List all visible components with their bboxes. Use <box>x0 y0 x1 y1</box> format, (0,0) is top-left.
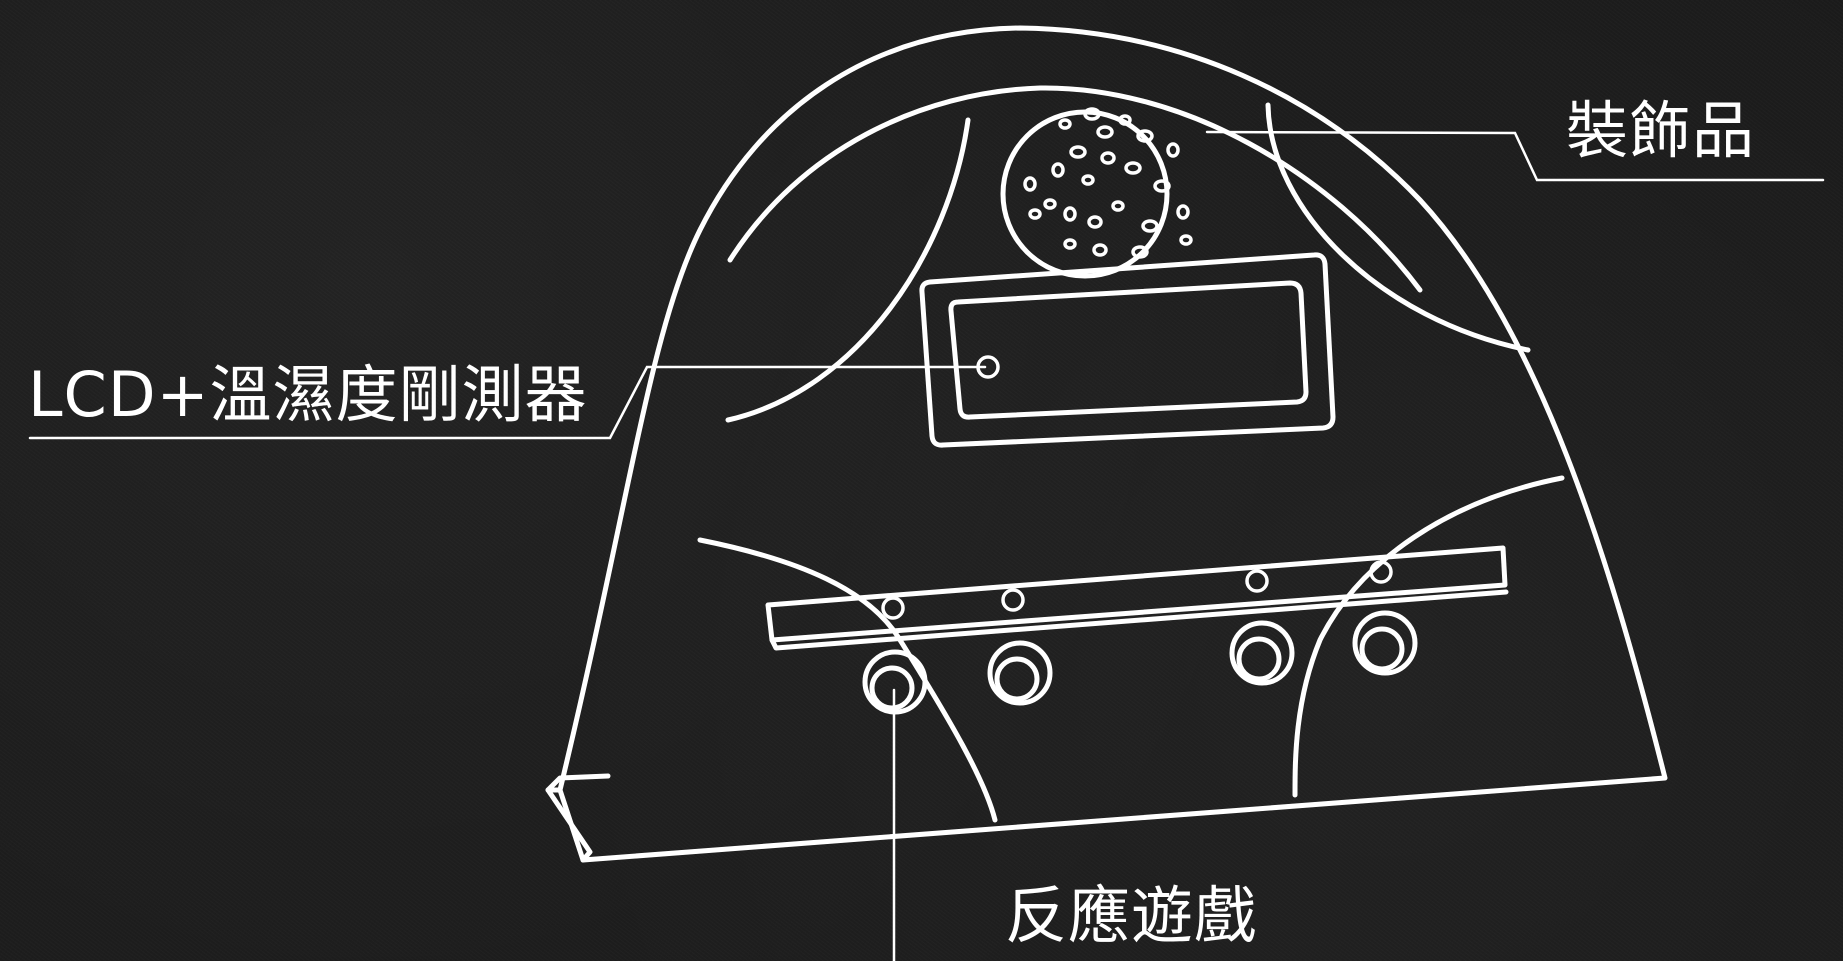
decoration-spot <box>1100 151 1116 165</box>
decoration-label: 裝飾品 <box>1566 94 1756 167</box>
reaction-game-label: 反應遊戲 <box>1005 879 1258 952</box>
decoration-spot <box>1111 200 1125 212</box>
decoration-spot <box>1069 145 1087 159</box>
decoration-spot <box>1028 208 1042 220</box>
lcd-sensor-label: LCD+溫濕度剛測器 <box>28 358 588 431</box>
game-button-2 <box>987 640 1053 706</box>
game-button-3 <box>1229 620 1295 686</box>
game-button-4 <box>1352 610 1418 676</box>
decoration-spot <box>1124 161 1142 175</box>
decoration-spot <box>1153 179 1171 193</box>
decoration-spot <box>1092 243 1108 257</box>
decoration-spot <box>1096 125 1114 139</box>
decoration-spot <box>1051 162 1065 178</box>
lcd-screen <box>919 252 1336 448</box>
decoration-spot <box>1043 198 1057 210</box>
decoration-spot <box>1063 206 1077 222</box>
decoration-spot <box>1179 234 1193 246</box>
decoration-spot <box>1081 174 1095 186</box>
decoration-spot <box>1063 238 1077 250</box>
decoration-spot <box>1118 114 1132 126</box>
decoration-spot <box>1131 245 1149 259</box>
decoration-ball <box>1000 107 1193 279</box>
decoration-spot <box>1023 176 1037 192</box>
leader-line-decoration <box>1205 130 1825 182</box>
decoration-spot <box>1087 215 1103 229</box>
leader-line-lcd <box>28 365 987 440</box>
decoration-spot <box>1141 219 1159 233</box>
device-body <box>545 25 1668 863</box>
reaction-game-panel <box>765 545 1509 715</box>
decoration-spot <box>1176 204 1190 220</box>
decoration-spot <box>1166 142 1180 158</box>
decoration-spot <box>1136 129 1154 143</box>
decoration-spot <box>1058 118 1072 130</box>
decoration-spot <box>1083 107 1101 121</box>
